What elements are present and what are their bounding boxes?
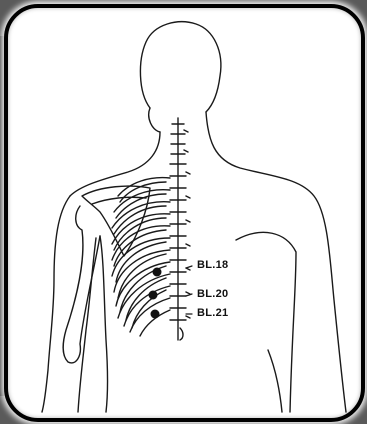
point-label-bl18: BL.18 bbox=[197, 259, 228, 271]
torso-left bbox=[100, 236, 108, 412]
point-label-bl20: BL.20 bbox=[197, 288, 228, 300]
point-bl20-marker bbox=[149, 291, 158, 300]
left-arm-outer bbox=[42, 196, 70, 412]
ear bbox=[149, 108, 160, 132]
spine bbox=[170, 118, 190, 340]
rib-cage bbox=[112, 178, 170, 336]
head-outline bbox=[140, 22, 220, 112]
torso-right bbox=[236, 232, 296, 412]
humerus bbox=[63, 206, 100, 363]
point-bl18-marker bbox=[153, 268, 162, 277]
left-arm-inner bbox=[78, 238, 96, 412]
point-label-bl21: BL.21 bbox=[197, 307, 228, 319]
point-bl21-marker bbox=[151, 310, 160, 319]
